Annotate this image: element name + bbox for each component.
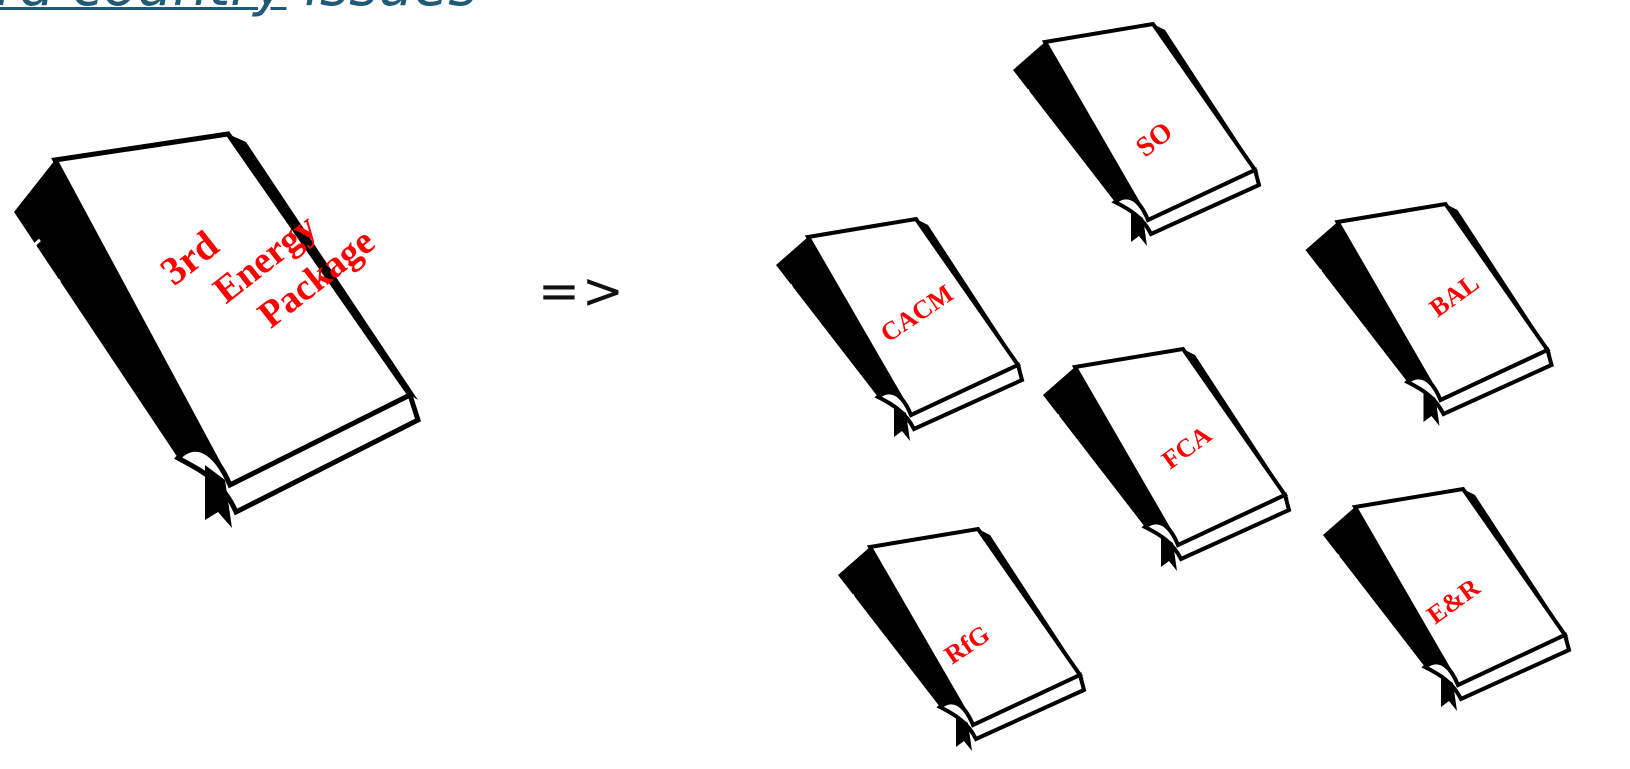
book-cacm: CACM bbox=[768, 215, 1028, 435]
book-so: SO bbox=[1005, 20, 1265, 240]
book-bal: BAL bbox=[1295, 200, 1560, 420]
book-rfg: RfG bbox=[830, 520, 1090, 750]
book-3rd-energy-package: 3rd Energy Package bbox=[0, 120, 440, 490]
book-er: E&R bbox=[1315, 480, 1575, 710]
book-icon bbox=[1306, 204, 1552, 426]
title-underlined: rd country bbox=[0, 0, 287, 19]
arrow-symbol: => bbox=[538, 262, 626, 320]
slide-title: rd country issues bbox=[0, 0, 477, 19]
title-rest: issues bbox=[287, 0, 478, 19]
book-body-icon bbox=[14, 134, 418, 528]
